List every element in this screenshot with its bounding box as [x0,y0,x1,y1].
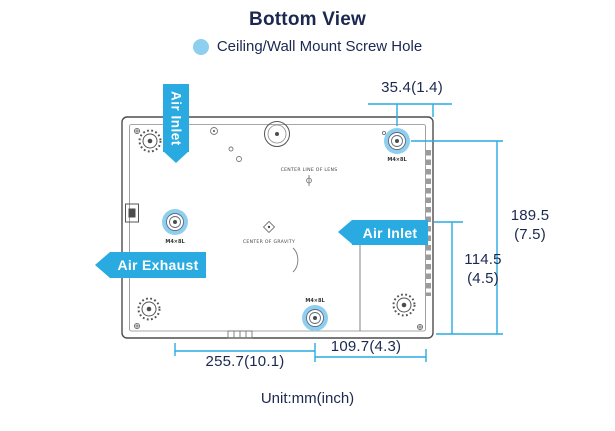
dimension-bottom-right: 109.7(4.3) [330,338,402,355]
screw-size-label: M4×8L [387,157,407,163]
adjustable-foot [138,129,162,153]
adjustable-foot [392,293,416,317]
center-of-gravity-mark: CENTER OF GRAVITY [243,220,295,245]
small-details [210,127,387,162]
air-inlet-right-arrow-icon [338,220,352,244]
air-inlet-top-text: Air Inlet [168,90,184,146]
page-title: Bottom View [249,9,366,30]
left-connector [125,203,139,223]
screw-size-label: M4×8L [165,239,185,245]
dimension-right-total-in: (7.5) [514,226,546,243]
curved-cutout [292,247,299,273]
dimension-bottom-left: 255.7(10.1) [205,353,285,370]
dimension-right-partial-mm: 114.5 [464,251,502,268]
air-exhaust-label: Air Exhaust [110,252,206,278]
center-of-gravity-label: CENTER OF GRAVITY [243,239,295,245]
corner-screw [134,128,140,134]
air-exhaust-text: Air Exhaust [117,257,199,273]
round-detail [264,121,290,147]
screw-hole-legend-icon [192,38,209,55]
bottom-edge-vent [227,330,253,339]
dimension-lines [174,103,503,362]
legend: Ceiling/Wall Mount Screw Hole [0,38,615,55]
adjustable-foot [137,297,161,321]
center-line-of-lens-mark: CENTER LINE OF LENS [281,167,338,186]
corner-screw [417,324,423,330]
air-exhaust-arrow-icon [95,252,110,278]
screw-hole-left [162,209,188,235]
screw-size-label: M4×8L [305,298,325,304]
air-inlet-right-label: Air Inlet [352,220,428,245]
dimension-right-total: 189.5 (7.5) [501,206,559,244]
screw-hole-bottom [302,305,328,331]
dimension-top-offset: 35.4(1.4) [381,79,443,96]
dimension-right-total-mm: 189.5 [510,207,550,224]
unit-note: Unit:mm(inch) [260,390,355,407]
dimension-right-partial-in: (4.5) [467,270,499,287]
screw-hole-top-right [384,128,410,154]
center-line-label: CENTER LINE OF LENS [281,167,338,173]
legend-label: Ceiling/Wall Mount Screw Hole [216,38,423,55]
air-inlet-top-arrow-icon [163,151,189,163]
air-inlet-right-text: Air Inlet [362,224,418,241]
air-inlet-top-label: Air Inlet [163,84,189,152]
corner-screw [134,323,140,329]
dimension-right-partial: 114.5 (4.5) [454,250,512,288]
